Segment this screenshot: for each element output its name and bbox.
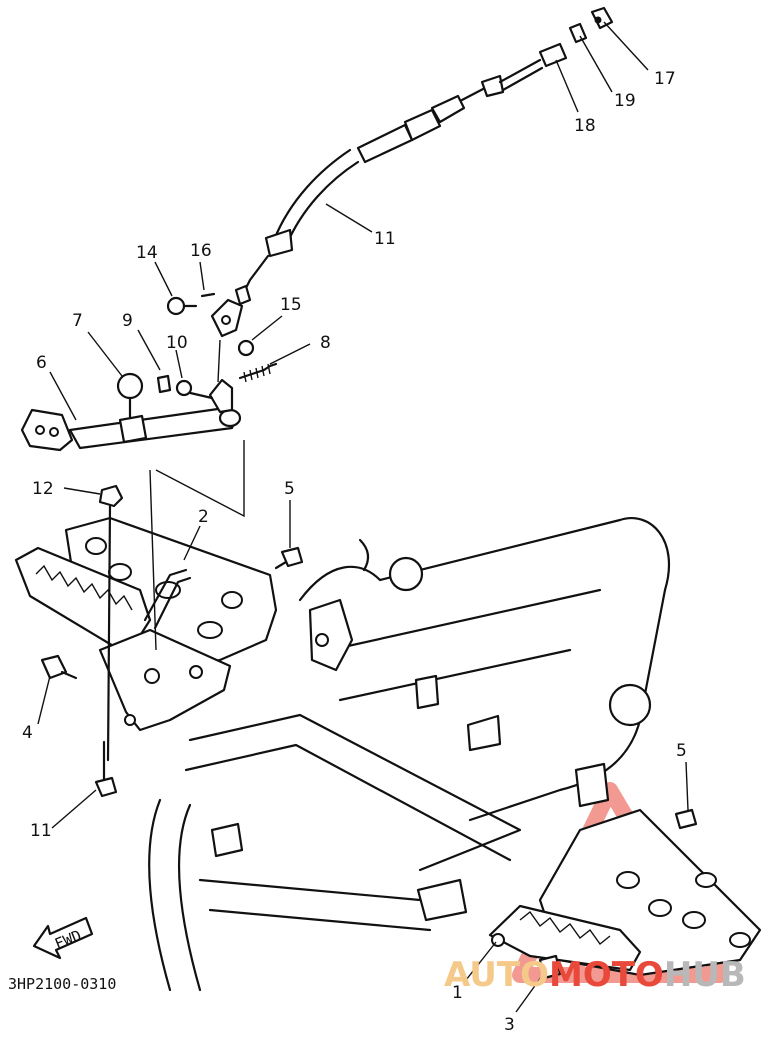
callout-19: 19	[614, 91, 636, 111]
brake-pedal	[20, 372, 242, 452]
callout-4: 4	[22, 723, 33, 743]
callout-11-bolt: 11	[30, 821, 52, 841]
brake-cable	[234, 6, 614, 306]
leader-lines	[37, 21, 689, 1013]
callout-16: 16	[190, 241, 212, 261]
callout-numbers: 17 19 18 11 14 16 15 8 7 9 10 6 12 5 2 4…	[22, 69, 687, 1035]
callout-17: 17	[654, 69, 676, 89]
callout-5-left: 5	[284, 479, 295, 499]
callout-7: 7	[72, 311, 83, 331]
clevis-and-spring	[166, 292, 278, 383]
callout-9: 9	[122, 311, 133, 331]
diagram-code: 3HP2100-0310	[8, 975, 116, 993]
right-footrest-bracket	[488, 808, 762, 980]
callout-12: 12	[32, 479, 54, 499]
callout-5-right: 5	[676, 741, 687, 761]
callout-1: 1	[452, 983, 463, 1003]
left-footrest-bracket	[14, 516, 278, 732]
callout-14: 14	[136, 243, 158, 263]
watermark-auto: AUTO	[444, 955, 549, 995]
fwd-arrow: FWD	[32, 916, 94, 960]
callout-10: 10	[166, 333, 188, 353]
callout-11-cable: 11	[374, 229, 396, 249]
callout-3: 3	[504, 1015, 515, 1035]
watermark-text: AUTOMOTOHUB	[444, 955, 746, 995]
callout-8: 8	[320, 333, 331, 353]
watermark-hub: HUB	[664, 955, 746, 995]
callout-6: 6	[36, 353, 47, 373]
watermark-moto: MOTO	[549, 955, 664, 995]
callout-15: 15	[280, 295, 302, 315]
left-bolts	[40, 484, 304, 798]
svg-text:AUTOMOTOHUB: AUTOMOTOHUB	[444, 955, 746, 995]
callout-18: 18	[574, 116, 596, 136]
frame	[148, 517, 671, 992]
callout-2: 2	[198, 507, 209, 527]
